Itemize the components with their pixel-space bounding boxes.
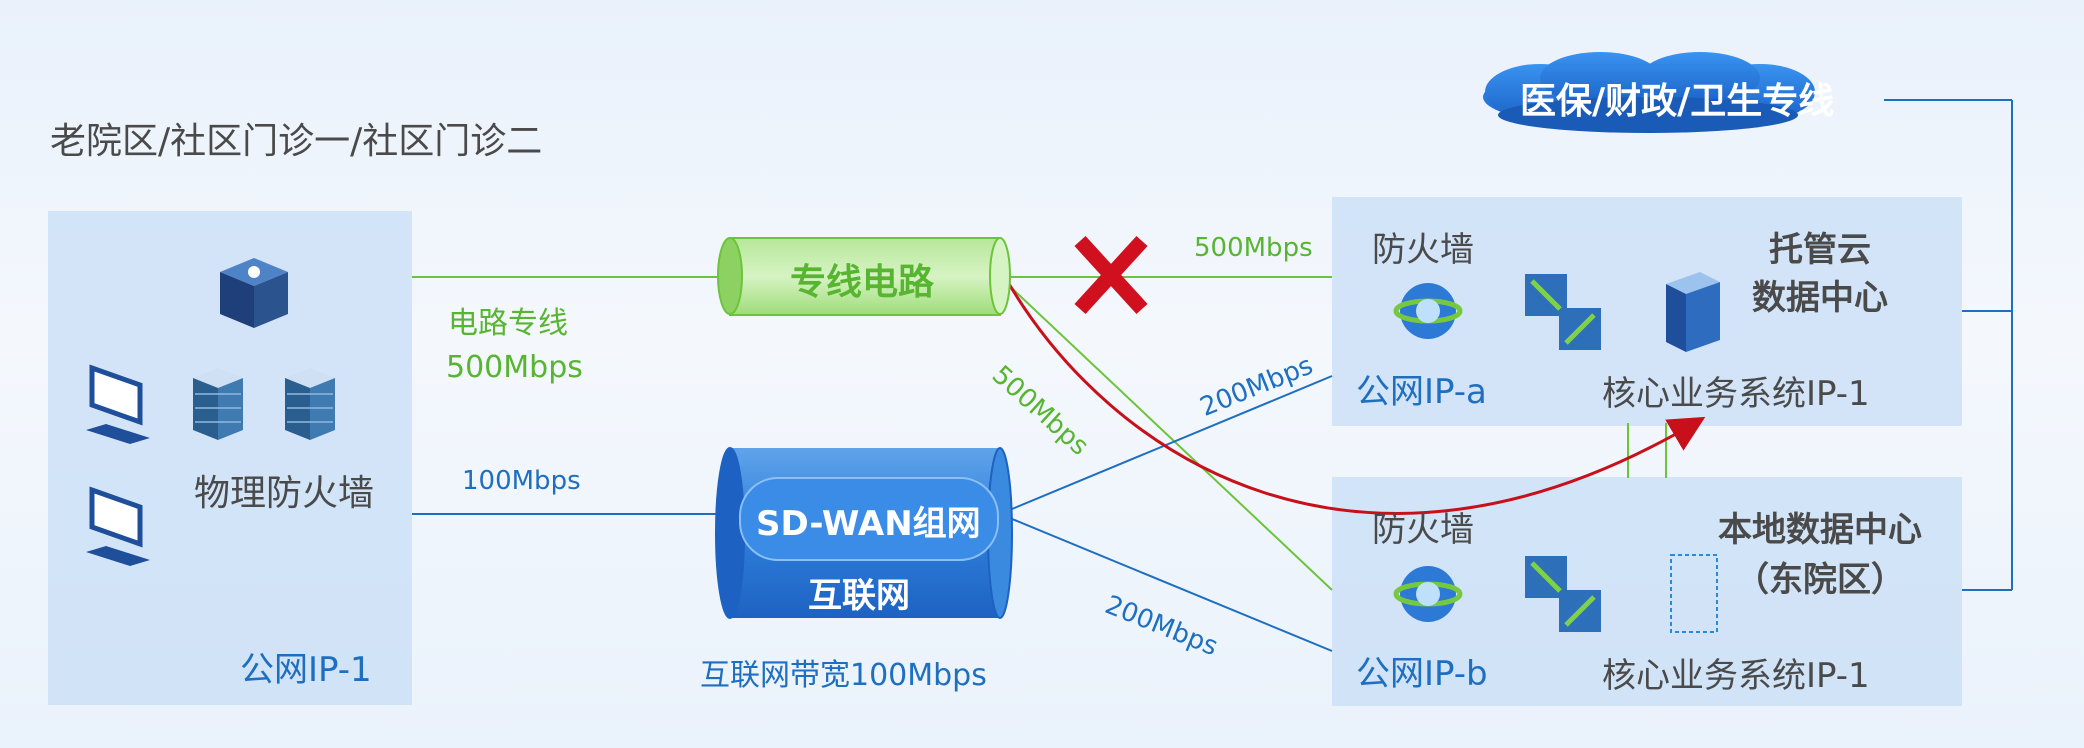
- hosted-ip-label: 公网IP-a: [1356, 372, 1487, 412]
- firewall-globe-icon: [1393, 283, 1463, 339]
- cloud-shape: [1483, 52, 1815, 133]
- physical-firewall-label: 物理防火墙: [194, 473, 375, 514]
- firewall-brick-icon: [193, 368, 243, 440]
- pc-icon: [86, 364, 150, 444]
- local-ip-label: 公网IP-b: [1356, 654, 1488, 694]
- sdwan-cylinder: [715, 447, 1013, 619]
- pc-icon: [86, 486, 150, 566]
- sdwan-label: SD-WAN组网: [756, 504, 981, 544]
- link-down-icon: [1074, 235, 1148, 315]
- firewall-globe-icon: [1393, 566, 1463, 622]
- internet-label: 互联网: [808, 576, 910, 616]
- dedicated-line-speed: 500Mbps: [446, 350, 583, 385]
- switch-icon: [1525, 556, 1601, 632]
- dedicated-circuit-label: 专线电路: [790, 262, 935, 303]
- left-ip-label: 公网IP-1: [240, 650, 372, 690]
- dedicated-to-cloud-speed: 500Mbps: [1194, 233, 1313, 263]
- internet-speed-left: 100Mbps: [462, 466, 581, 496]
- internet-bandwidth-label: 互联网带宽100Mbps: [700, 658, 987, 693]
- dedicated-line-to-local: [999, 276, 1333, 591]
- cloud-banner-label: 医保/财政/卫生专线: [1520, 81, 1835, 122]
- local-dc-title-2: （东院区）: [1735, 560, 1905, 600]
- hosted-dc-title-1: 托管云: [1769, 230, 1871, 270]
- dedicated-line-label: 电路专线: [448, 306, 568, 341]
- server-icon: [1666, 272, 1720, 352]
- local-firewall-label: 防火墙: [1372, 510, 1474, 550]
- hosted-dc-title-2: 数据中心: [1752, 278, 1888, 318]
- local-core-system: 核心业务系统IP-1: [1602, 656, 1870, 696]
- hosted-firewall-label: 防火墙: [1372, 230, 1474, 270]
- local-dc-title-1: 本地数据中心: [1718, 510, 1922, 550]
- server-placeholder: [1670, 554, 1718, 633]
- switch-icon: [1525, 274, 1601, 350]
- dedicated-circuit-cylinder: [717, 237, 1011, 316]
- site-title: 老院区/社区门诊一/社区门诊二: [50, 121, 543, 162]
- hosted-core-system: 核心业务系统IP-1: [1602, 374, 1870, 414]
- router-icon: [220, 258, 288, 328]
- firewall-brick-icon: [285, 368, 335, 440]
- failover-path: [1003, 276, 1706, 515]
- sdwan-line-to-local: [999, 513, 1333, 652]
